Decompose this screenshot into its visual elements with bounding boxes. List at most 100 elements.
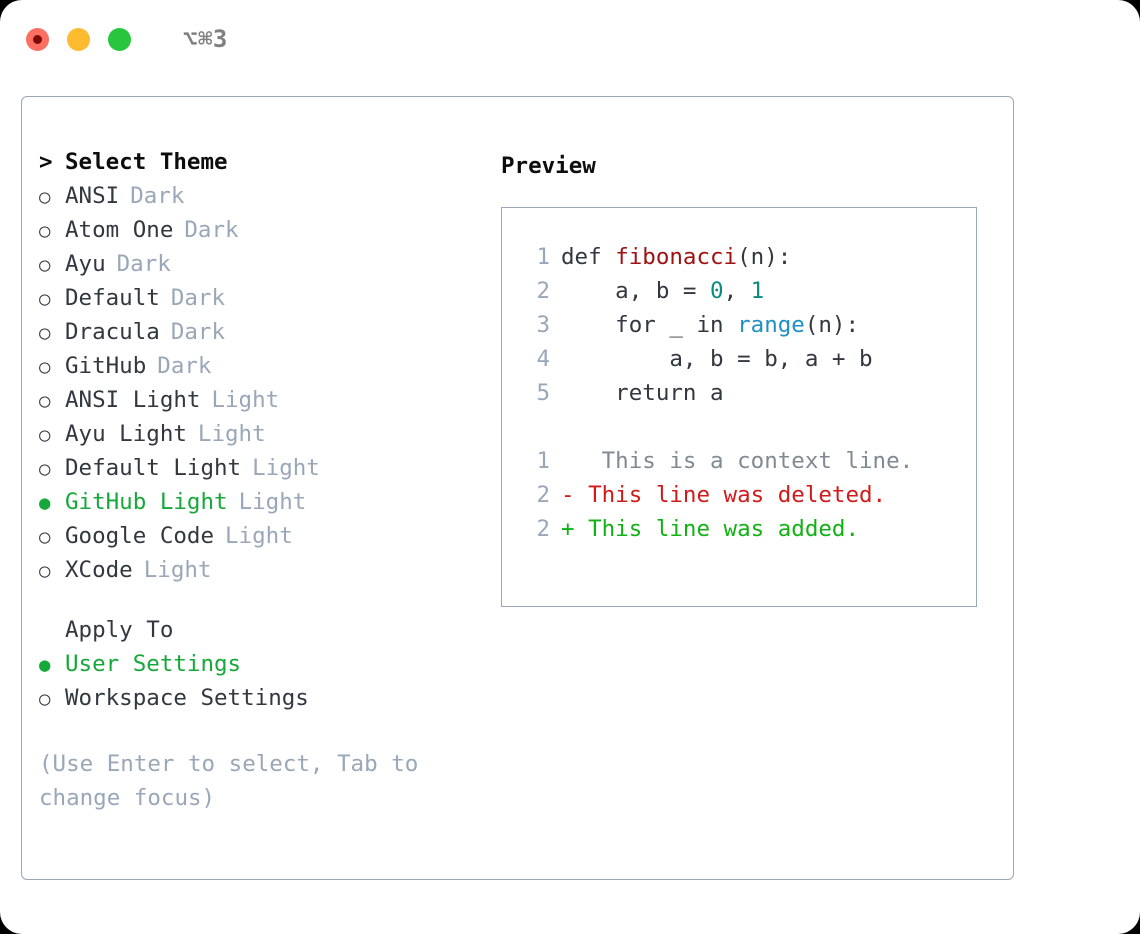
- radio-unselected-icon[interactable]: ○: [39, 390, 51, 412]
- preview-column: Preview 1 def fibonacci(n): 2 a, b = 0, 1 3…: [501, 149, 1001, 607]
- theme-name-label: ANSI: [65, 183, 120, 209]
- theme-list-item[interactable]: ○ ANSI Light Light: [39, 387, 479, 421]
- apply-to-label: Apply To: [65, 617, 174, 643]
- theme-variant-tag: Light: [225, 523, 293, 549]
- diff-line: 2- This line was deleted.: [522, 482, 976, 516]
- radio-selected-icon[interactable]: ●: [39, 492, 51, 514]
- theme-name-label: XCode: [65, 557, 133, 583]
- apply-to-option[interactable]: ○ Workspace Settings: [39, 685, 479, 719]
- code-line-text: def fibonacci(n):: [561, 244, 791, 270]
- line-number: 1: [536, 244, 550, 270]
- radio-unselected-icon[interactable]: ○: [39, 526, 51, 548]
- radio-unselected-icon[interactable]: ○: [39, 254, 51, 276]
- radio-unselected-icon[interactable]: ○: [39, 220, 51, 242]
- diff-sign: -: [561, 482, 575, 508]
- code-line-text: a, b = b, a + b: [561, 346, 873, 372]
- radio-unselected-icon[interactable]: ○: [39, 322, 51, 344]
- line-number: 2: [536, 278, 550, 304]
- keyboard-shortcut-label: ⌥⌘3: [183, 25, 228, 53]
- radio-unselected-icon[interactable]: ○: [39, 288, 51, 310]
- code-token: 0: [710, 278, 724, 304]
- select-theme-header: > Select Theme: [39, 149, 479, 183]
- apply-to-option-label: User Settings: [65, 651, 242, 677]
- title-bar: ⌥⌘3: [0, 0, 1140, 78]
- code-line-text: return a: [561, 380, 723, 406]
- theme-variant-tag: Dark: [157, 353, 212, 379]
- diff-line: 2+ This line was added.: [522, 516, 976, 550]
- code-line: 4 a, b = b, a + b: [522, 346, 976, 380]
- code-diff-spacer: [522, 414, 976, 448]
- line-number: 2: [536, 482, 550, 508]
- preview-box: 1 def fibonacci(n): 2 a, b = 0, 1 3 for _ i…: [501, 207, 977, 607]
- radio-unselected-icon[interactable]: ○: [39, 458, 51, 480]
- line-number: 4: [536, 346, 550, 372]
- code-token: for _ in: [561, 312, 738, 338]
- blank-marker-icon: ○: [39, 622, 65, 641]
- code-line-text: a, b = 0, 1: [561, 278, 764, 304]
- code-line: 3 for _ in range(n):: [522, 312, 976, 346]
- theme-name-label: GitHub Light: [65, 489, 228, 515]
- radio-selected-icon[interactable]: ●: [39, 654, 51, 676]
- keyboard-hint-text: (Use Enter to select, Tab to change focu…: [39, 751, 432, 811]
- theme-name-label: Atom One: [65, 217, 174, 243]
- diff-sample: 1 This is a context line.2- This line wa…: [522, 448, 976, 550]
- line-number: 3: [536, 312, 550, 338]
- diff-line-text: This line was deleted.: [574, 482, 887, 508]
- radio-unselected-icon[interactable]: ○: [39, 560, 51, 582]
- code-token: fibonacci: [615, 244, 738, 270]
- theme-name-label: Ayu: [65, 251, 106, 277]
- diff-line: 1 This is a context line.: [522, 448, 976, 482]
- radio-unselected-icon[interactable]: ○: [39, 356, 51, 378]
- diff-sign: [561, 448, 575, 474]
- theme-list-item[interactable]: ○ Google Code Light: [39, 523, 479, 557]
- caret-icon: >: [39, 149, 53, 175]
- code-token: (n):: [804, 312, 860, 338]
- preview-title: Preview: [501, 153, 596, 179]
- apply-to-option[interactable]: ● User Settings: [39, 651, 479, 685]
- radio-unselected-icon[interactable]: ○: [39, 688, 51, 710]
- close-window-button[interactable]: [26, 27, 49, 51]
- line-number: 2: [536, 516, 550, 542]
- code-line-text: for _ in range(n):: [561, 312, 859, 338]
- diff-line-text: This line was added.: [574, 516, 860, 542]
- theme-variant-tag: Light: [211, 387, 280, 413]
- radio-unselected-icon[interactable]: ○: [39, 186, 51, 208]
- code-token: range: [737, 312, 805, 338]
- theme-variant-tag: Light: [197, 421, 266, 447]
- theme-list-item[interactable]: ○ Atom One Dark: [39, 217, 479, 251]
- apply-to-label-row: ○ Apply To: [39, 617, 479, 651]
- theme-list-item[interactable]: ○ Ayu Light Light: [39, 421, 479, 455]
- theme-name-label: Dracula: [65, 319, 160, 345]
- theme-name-label: Ayu Light: [65, 421, 187, 447]
- diff-line-text: This is a context line.: [574, 448, 914, 474]
- theme-variant-tag: Dark: [184, 217, 239, 243]
- minimize-window-button[interactable]: [67, 27, 90, 51]
- radio-unselected-icon[interactable]: ○: [39, 424, 51, 446]
- window-controls: [26, 27, 131, 51]
- apply-to-option-label: Workspace Settings: [65, 685, 309, 711]
- theme-variant-tag: Light: [238, 489, 307, 515]
- select-theme-title: Select Theme: [65, 149, 228, 175]
- code-token: a, b = b, a + b: [561, 346, 873, 372]
- theme-list-item[interactable]: ● GitHub Light Light: [39, 489, 479, 523]
- theme-name-label: Google Code: [65, 523, 215, 549]
- theme-variant-tag: Dark: [170, 285, 226, 311]
- section-spacer: [39, 591, 479, 617]
- code-sample: 1 def fibonacci(n): 2 a, b = 0, 1 3 for _ i…: [522, 244, 976, 414]
- code-token: ,: [723, 278, 751, 304]
- theme-name-label: Default Light: [65, 455, 242, 481]
- apply-to-options: ● User Settings ○ Workspace Settings: [39, 651, 479, 719]
- maximize-window-button[interactable]: [108, 27, 131, 51]
- theme-name-label: ANSI Light: [65, 387, 201, 413]
